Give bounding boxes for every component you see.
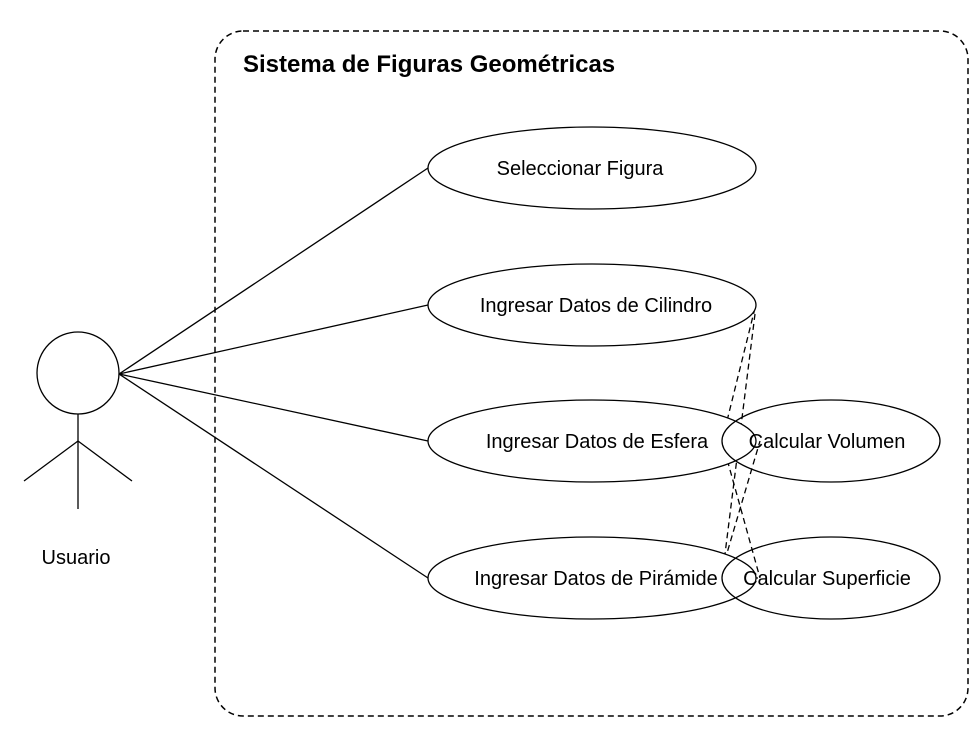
- use-case-ellipse: [427, 126, 757, 210]
- use-case-calcular-volumen[interactable]: Calcular Volumen: [721, 399, 941, 483]
- association-datos-piramide: [118, 373, 429, 579]
- actor-arms-right: [77, 440, 133, 482]
- use-case-label: Ingresar Datos de Cilindro: [480, 295, 712, 317]
- use-case-ingresar-datos-esfera[interactable]: Ingresar Datos de Esfera: [427, 399, 757, 483]
- association-datos-cilindro: [118, 304, 429, 375]
- use-case-seleccionar-figura[interactable]: Seleccionar Figura: [427, 126, 757, 210]
- use-case-calcular-superficie[interactable]: Calcular Superficie: [721, 536, 941, 620]
- association-seleccionar-figura: [118, 167, 429, 375]
- use-case-label: Seleccionar Figura: [497, 158, 665, 180]
- system-boundary: [214, 30, 969, 717]
- association-datos-esfera: [118, 373, 429, 442]
- use-case-label: Calcular Volumen: [749, 431, 906, 453]
- use-case-ellipse: [721, 536, 941, 620]
- dependency-piramide-volumen: [721, 440, 761, 571]
- use-case-label: Calcular Superficie: [743, 568, 911, 590]
- actor-usuario[interactable]: [23, 331, 133, 509]
- association-lines: [118, 167, 429, 579]
- use-case-ellipse: [427, 536, 757, 620]
- use-case-ellipse: [427, 263, 757, 347]
- use-case-label: Ingresar Datos de Pirámide: [474, 568, 717, 590]
- use-case-ellipse: [721, 399, 941, 483]
- system-title: Sistema de Figuras Geométricas: [243, 51, 615, 78]
- use-case-ingresar-datos-cilindro[interactable]: Ingresar Datos de Cilindro: [427, 263, 757, 347]
- use-case-label: Ingresar Datos de Esfera: [486, 431, 709, 453]
- use-case-ellipse: [427, 399, 757, 483]
- actor-arms: [23, 440, 79, 482]
- use-case-ingresar-datos-piramide[interactable]: Ingresar Datos de Pirámide: [427, 536, 757, 620]
- actor-label: Usuario: [42, 547, 111, 569]
- actor-head: [36, 331, 120, 415]
